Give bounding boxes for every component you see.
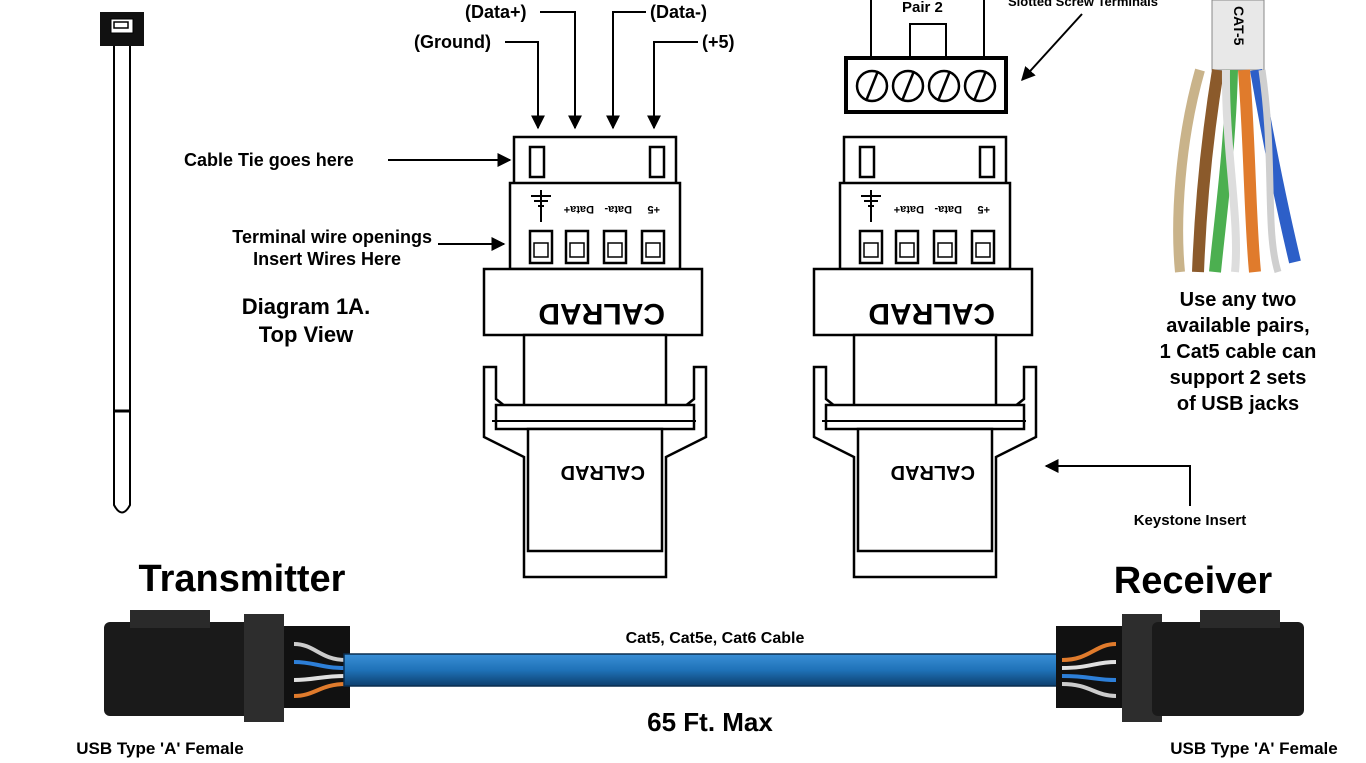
terminal-openings-label: Terminal wire openings bbox=[232, 227, 432, 247]
svg-text:of USB jacks: of USB jacks bbox=[1177, 393, 1299, 415]
screw-icon bbox=[855, 69, 889, 103]
keystone-connector-left bbox=[482, 135, 708, 579]
diagram-subtitle: Top View bbox=[259, 322, 354, 347]
screw-icon bbox=[963, 69, 997, 103]
usb-type-left: USB Type 'A' Female bbox=[76, 739, 243, 758]
svg-text:1 Cat5 cable can: 1 Cat5 cable can bbox=[1160, 341, 1317, 363]
receiver-title: Receiver bbox=[1114, 560, 1273, 602]
pin-data-plus-label: Data+ bbox=[564, 203, 594, 215]
slotted-arrow bbox=[1021, 13, 1083, 82]
screw-terminal-block bbox=[844, 0, 1008, 114]
usb-jack-receiver bbox=[1056, 610, 1304, 722]
pin-data-minus-label: Data- bbox=[604, 203, 632, 215]
brand-label-large-right: CALRAD bbox=[868, 297, 995, 330]
brand-label-small-right: CALRAD bbox=[891, 461, 975, 483]
pin-callout-arrows bbox=[505, 11, 698, 130]
svg-text:available pairs,: available pairs, bbox=[1166, 315, 1309, 337]
cable-tie-label: Cable Tie goes here bbox=[184, 150, 354, 170]
diagram-title: Diagram 1A. bbox=[242, 294, 370, 319]
data-minus-label: (Data-) bbox=[650, 2, 707, 22]
plus5-label: (+5) bbox=[702, 32, 735, 52]
svg-text:Use any two: Use any two bbox=[1180, 289, 1297, 311]
brand-label-small: CALRAD bbox=[561, 461, 645, 483]
insert-wires-label: Insert Wires Here bbox=[253, 249, 401, 269]
brand-label-large: CALRAD bbox=[538, 297, 665, 330]
pin-labels-right: +5 Data- Data+ CALRAD CALRAD bbox=[861, 190, 995, 483]
ground-symbol-icon bbox=[861, 190, 881, 222]
cable-type-label: Cat5, Cat5e, Cat6 Cable bbox=[626, 630, 805, 647]
slotted-screw-label: Slotted Screw Terminals bbox=[1008, 0, 1158, 9]
screw-icon bbox=[927, 69, 961, 103]
cat5-cable bbox=[343, 653, 1061, 687]
pin-data-plus-label-right: Data+ bbox=[894, 203, 924, 215]
ground-symbol-icon bbox=[531, 190, 551, 222]
keystone-connector-right bbox=[812, 135, 1038, 579]
svg-text:support 2 sets: support 2 sets bbox=[1170, 367, 1307, 389]
transmitter-title: Transmitter bbox=[139, 558, 346, 600]
pin-plus5-label-right: +5 bbox=[977, 203, 990, 215]
keystone-arrow bbox=[1044, 459, 1191, 506]
pin-labels-left: +5 Data- Data+ CALRAD CALRAD bbox=[531, 190, 665, 483]
max-length-label: 65 Ft. Max bbox=[647, 707, 773, 737]
ground-label: (Ground) bbox=[414, 32, 491, 52]
pairs-note: Use any two available pairs, 1 Cat5 cabl… bbox=[1160, 289, 1317, 415]
pin-data-minus-label-right: Data- bbox=[934, 203, 962, 215]
pair2-label: Pair 2 bbox=[902, 0, 943, 16]
screw-icon bbox=[891, 69, 925, 103]
keystone-label: Keystone Insert bbox=[1134, 512, 1247, 529]
cat5-tag: CAT-5 bbox=[1231, 6, 1247, 46]
data-plus-label: (Data+) bbox=[465, 2, 527, 22]
usb-jack-transmitter bbox=[104, 610, 350, 722]
cat5-cable-photo: CAT-5 bbox=[1173, 0, 1301, 274]
usb-type-right: USB Type 'A' Female bbox=[1170, 739, 1337, 758]
pin-plus5-label: +5 bbox=[647, 203, 660, 215]
cable-tie bbox=[100, 12, 144, 514]
